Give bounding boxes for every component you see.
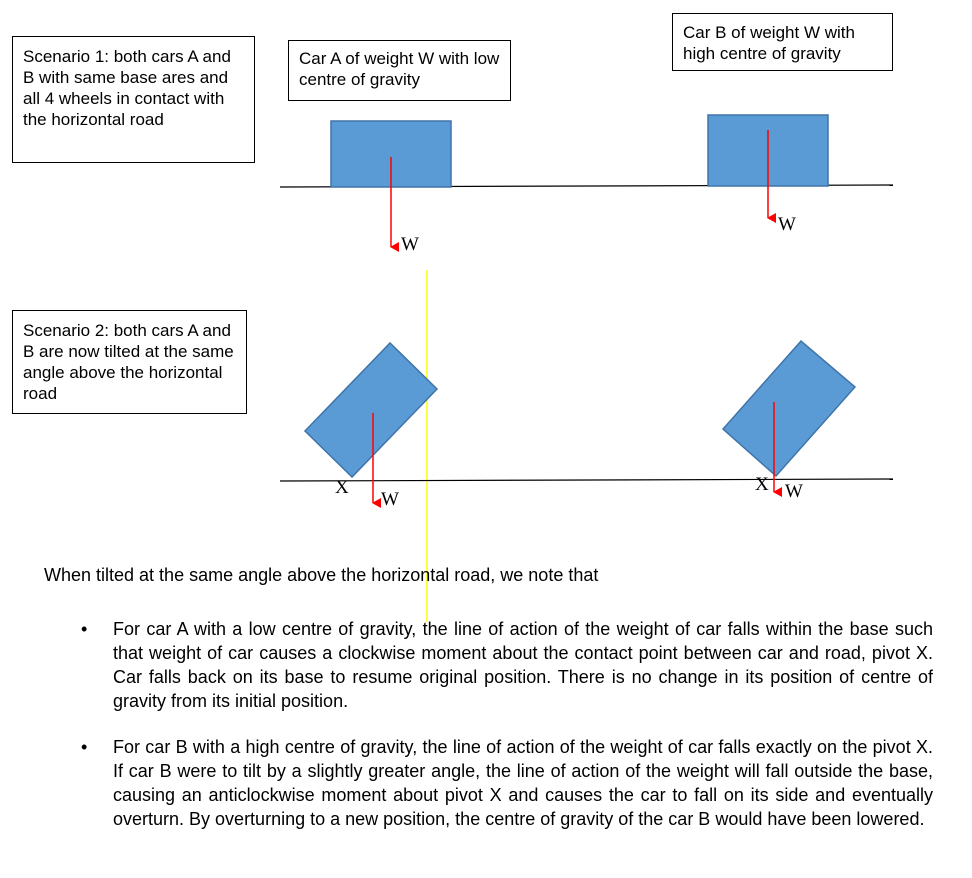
list-item-car-a: • For car A with a low centre of gravity… [65,617,933,713]
car-a-weight-label: W [401,234,419,255]
car-b-label-box: Car B of weight W with high centre of gr… [672,13,893,71]
car-b-pivot-label: X [755,474,769,495]
car-a-label-box: Car A of weight W with low centre of gra… [288,40,511,101]
car-b-tilted-weight-label: W [785,481,803,502]
bullet-icon: • [81,619,88,639]
car-b-explanation: For car B with a high centre of gravity,… [113,737,933,829]
explanation-list: • For car A with a low centre of gravity… [65,617,933,853]
car-b-weight-label: W [778,214,796,235]
car-b-tilted [721,339,857,478]
road-scenario-2 [279,478,894,482]
bullet-icon: • [81,737,88,757]
car-a-tilted [303,341,439,479]
scenario-2-box: Scenario 2: both cars A and B are now ti… [12,310,247,414]
car-a-pivot-label: X [335,477,349,498]
scenario-1-box: Scenario 1: both cars A and B with same … [12,36,255,163]
car-a-explanation: For car A with a low centre of gravity, … [113,619,933,711]
intro-text: When tilted at the same angle above the … [44,565,599,585]
list-item-car-b: • For car B with a high centre of gravit… [65,735,933,831]
car-a-tilted-weight-label: W [381,489,399,510]
